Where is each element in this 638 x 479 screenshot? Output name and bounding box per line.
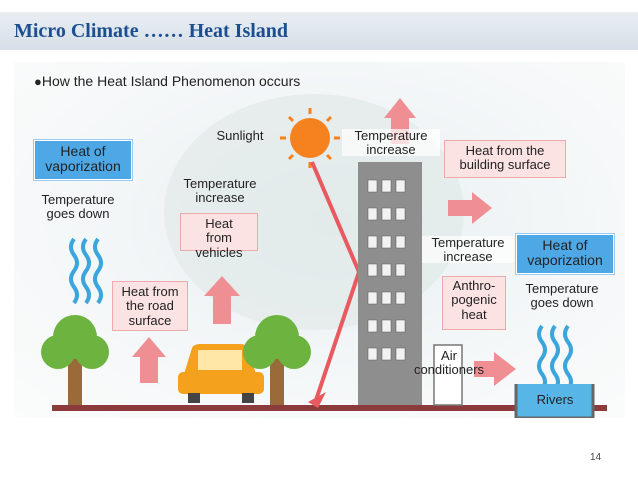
- building-surface-heat-arrow-icon: [448, 192, 492, 224]
- road-heat-arrow-icon: [132, 337, 166, 383]
- air-conditioners-label: Air conditioners: [413, 348, 485, 377]
- temp-increase-top-label: Temperature increase: [342, 129, 440, 157]
- river-icon: [514, 384, 595, 418]
- diagram-subtitle: ●How the Heat Island Phenomenon occurs: [34, 73, 301, 89]
- temp-down-right-label: Temperature goes down: [525, 281, 599, 310]
- anthropogenic-heat-box: Anthro- pogenic heat: [442, 276, 506, 330]
- temp-down-left-label: Temperature goes down: [41, 192, 115, 221]
- rivers-label: Rivers: [536, 392, 574, 407]
- temp-increase-mid-label: Temperature increase: [422, 236, 514, 264]
- vehicle-heat-arrow-icon: [204, 276, 240, 324]
- vapor-waves-right: [537, 324, 573, 392]
- heat-island-diagram: ●How the Heat Island Phenomenon occurs H…: [14, 62, 625, 418]
- slide-title: Micro Climate …… Heat Island: [14, 20, 289, 42]
- car-icon: [178, 344, 264, 403]
- sunlight-label: Sunlight: [216, 128, 264, 143]
- heat-road-box: Heat from the road surface: [112, 281, 188, 331]
- sun-icon: [280, 108, 340, 168]
- temp-increase-vehicles-label: Temperature increase: [183, 176, 257, 205]
- page-number: 14: [590, 452, 602, 463]
- tree-left-icon: [41, 315, 109, 405]
- bullet-icon: ●: [34, 74, 42, 89]
- vapor-waves-left: [69, 237, 103, 305]
- air-conditioner-icon: [433, 344, 463, 406]
- title-bar: [0, 12, 638, 50]
- heat-building-surface-box: Heat from the building surface: [444, 140, 566, 178]
- heat-of-vaporization-left-box: Heat of vaporization: [34, 140, 132, 180]
- ground-line: [52, 405, 607, 411]
- heat-vehicles-box: Heat from vehicles: [180, 213, 258, 259]
- heat-of-vaporization-right-box: Heat of vaporization: [516, 234, 614, 274]
- tree-right-icon: [243, 315, 311, 405]
- air-conditioner-heat-arrow-icon: [474, 352, 516, 386]
- building-icon: [358, 162, 422, 405]
